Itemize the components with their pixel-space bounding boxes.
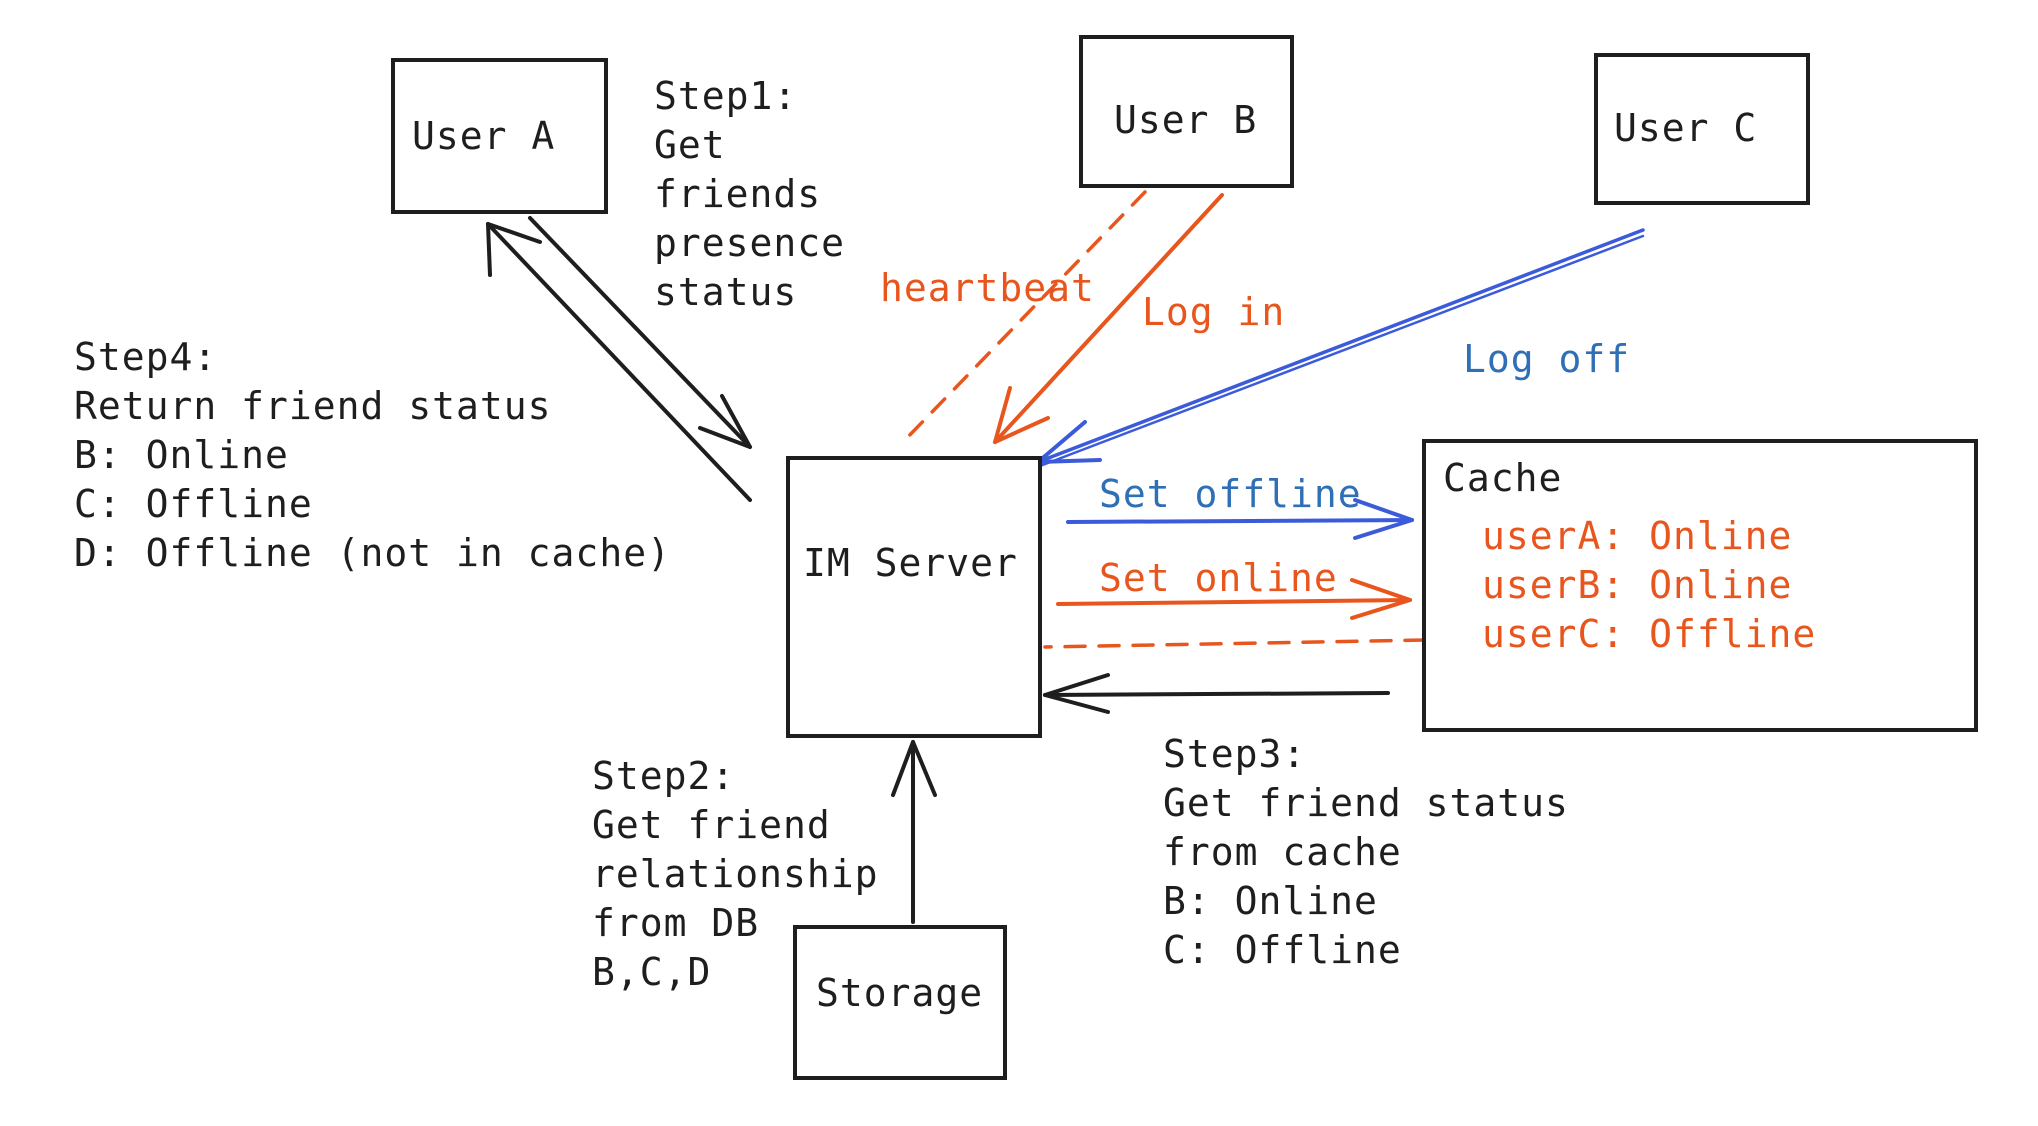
user-b-label: User B (1114, 98, 1258, 142)
step4-line: B: Online (74, 433, 289, 477)
cache-box (1422, 439, 1978, 732)
step3-line: Get friend status (1163, 781, 1569, 825)
arrowhead-cache-to-server (1043, 673, 1110, 714)
arrowhead-login (993, 386, 1050, 444)
set-offline-label: Set offline (1099, 472, 1362, 516)
step3-line: B: Online (1163, 879, 1378, 923)
heartbeat-line (901, 190, 1147, 444)
arrow-server-to-user-a (486, 222, 752, 502)
dashed-cache-to-server (1043, 638, 1427, 649)
step2-line: Get friend (592, 803, 831, 847)
arrow-login (993, 193, 1224, 444)
step2-line: relationship (592, 852, 879, 896)
arrowhead-set-online (1350, 578, 1412, 620)
cache-entry: userB: Online (1482, 563, 1793, 607)
storage-box (793, 925, 1007, 1080)
arrowhead-user-a (486, 222, 542, 277)
step3-line: from cache (1163, 830, 1402, 874)
user-b-box (1079, 35, 1294, 188)
step4-line: D: Offline (not in cache) (74, 531, 671, 575)
step4-line: Return friend status (74, 384, 552, 428)
arrowhead-set-offline (1353, 498, 1414, 540)
arrow-user-a-to-server (528, 216, 752, 449)
log-off-label: Log off (1463, 337, 1631, 381)
step2-line: Step2: (592, 754, 736, 798)
step1-line: Step1: (654, 74, 798, 118)
cache-title: Cache (1443, 456, 1563, 500)
set-online-label: Set online (1099, 556, 1338, 600)
arrow-set-online (1056, 598, 1412, 606)
heartbeat-label: heartbeat (880, 266, 1095, 310)
step1-line: Get (654, 123, 726, 167)
step3-line: Step3: (1163, 732, 1307, 776)
cache-entry: userC: Offline (1482, 612, 1817, 656)
arrow-logoff (1036, 228, 1645, 464)
arrow-cache-to-server (1043, 691, 1390, 697)
step3-line: C: Offline (1163, 928, 1402, 972)
user-c-label: User C (1614, 106, 1758, 150)
step4-line: Step4: (74, 335, 218, 379)
im-server-box (786, 456, 1042, 738)
arrowhead-server-from-storage (891, 740, 937, 797)
user-a-box (391, 58, 608, 214)
storage-label: Storage (816, 971, 984, 1015)
cache-entry: userA: Online (1482, 514, 1793, 558)
step1-line: presence (654, 221, 846, 265)
step4-line: C: Offline (74, 482, 313, 526)
user-a-label: User A (412, 114, 556, 158)
im-server-label: IM Server (803, 541, 1018, 585)
step1-line: friends (654, 172, 822, 216)
arrowhead-server-from-user-a (698, 394, 752, 449)
arrow-set-offline (1066, 518, 1414, 524)
step2-line: from DB (592, 901, 760, 945)
step1-line: status (654, 270, 798, 314)
user-c-box (1594, 53, 1810, 205)
step2-line: B,C,D (592, 950, 712, 994)
log-in-label: Log in (1142, 290, 1286, 334)
